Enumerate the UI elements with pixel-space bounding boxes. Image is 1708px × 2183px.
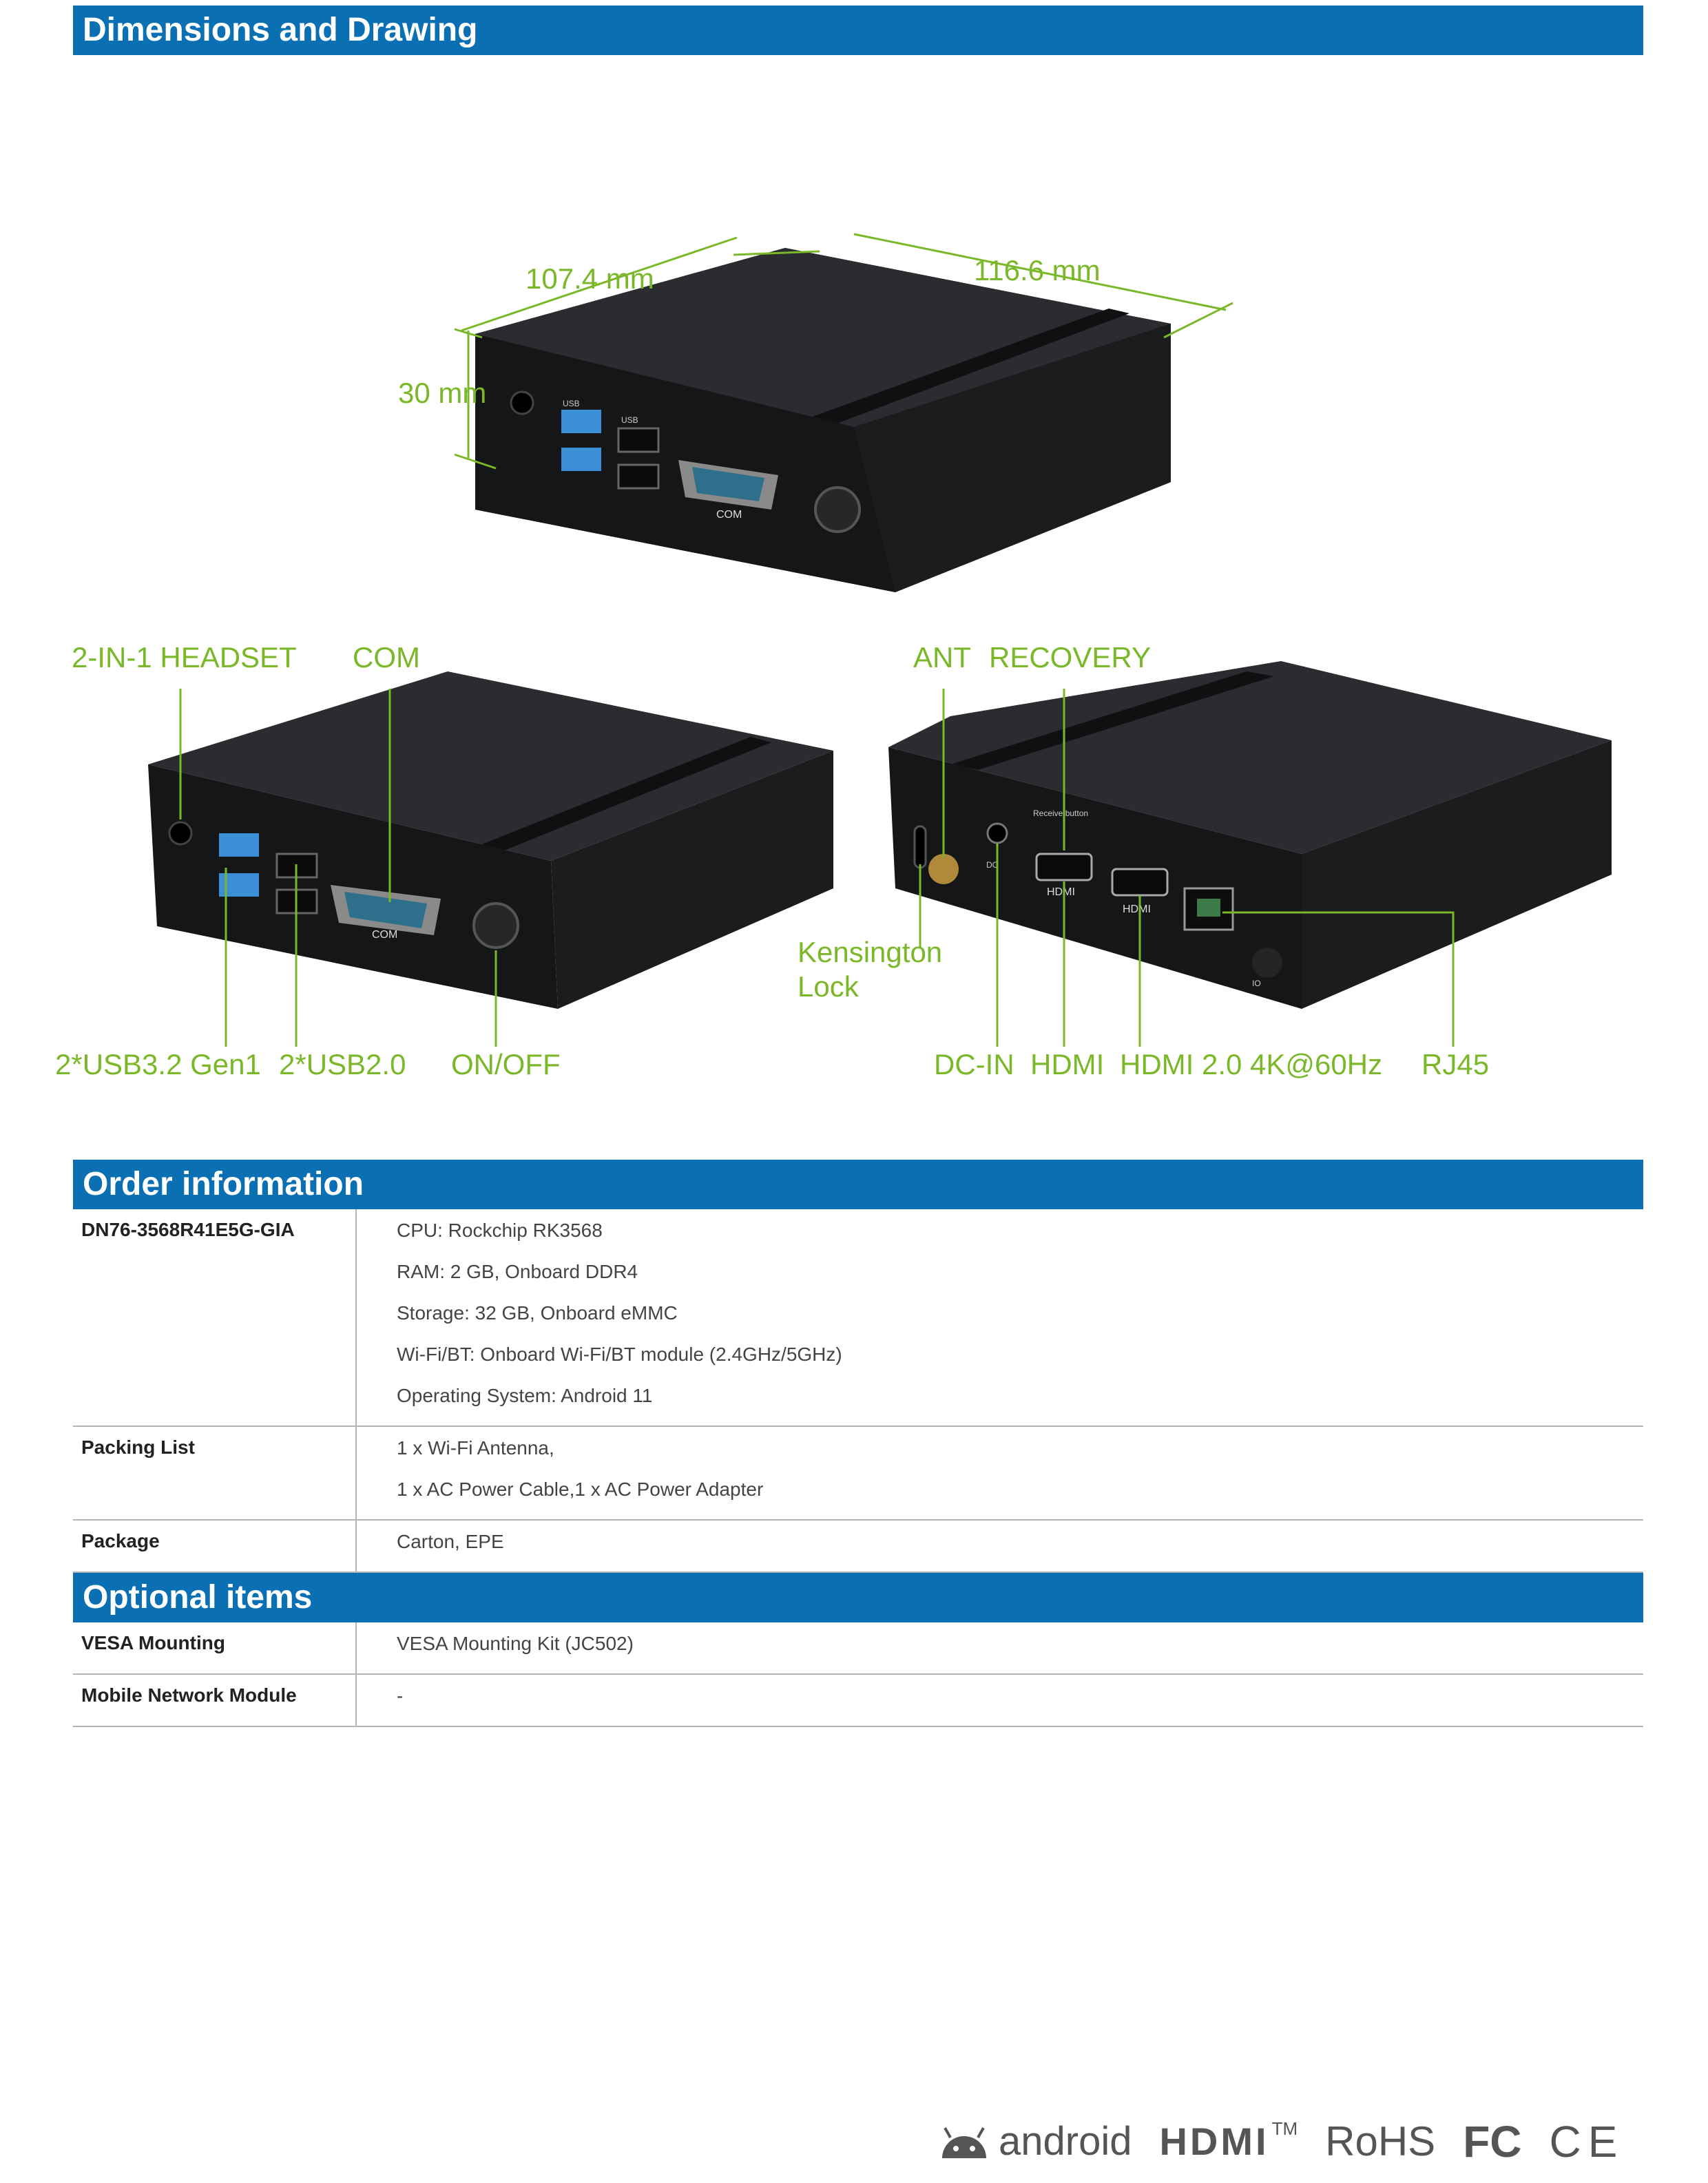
top-usb-label: USB (563, 399, 580, 408)
certification-logos: android HDMI TM RoHS FC CE (937, 2114, 1624, 2169)
rear-io-label: IO (1252, 979, 1261, 988)
row-values: - (397, 1675, 1643, 1726)
row-values: 1 x Wi-Fi Antenna, 1 x AC Power Cable,1 x… (397, 1427, 1643, 1519)
dimension-width: 116.6 mm (974, 254, 1101, 286)
row-value: 1 x AC Power Cable,1 x AC Power Adapter (397, 1479, 764, 1500)
rear-dc-label: DC (986, 860, 999, 870)
row-value: - (397, 1685, 404, 1706)
row-key: Package (81, 1530, 160, 1552)
callout-headset: 2-IN-1 HEADSET (72, 641, 297, 673)
table-row: Packing List 1 x Wi-Fi Antenna, 1 x AC Pow… (73, 1427, 1643, 1521)
row-value: Storage: 32 GB, Onboard eMMC (397, 1302, 678, 1324)
device-drawings: USB USB COM COM (148, 233, 1612, 1047)
rear-hdmi1-label: HDMI (1047, 886, 1075, 898)
rohs-logo-text: RoHS (1325, 2118, 1436, 2164)
column-divider (355, 1209, 357, 1425)
callout-onoff: ON/OFF (451, 1048, 561, 1080)
row-values: VESA Mounting Kit (JC502) (397, 1622, 1643, 1673)
column-divider (355, 1675, 357, 1726)
row-key: Packing List (81, 1437, 195, 1458)
section-title-optional: Optional items (73, 1573, 1643, 1622)
row-key: Mobile Network Module (81, 1684, 297, 1706)
column-divider (355, 1622, 357, 1673)
callout-usb3: 2*USB3.2 Gen1 (55, 1048, 261, 1080)
android-logo-text: android (999, 2119, 1132, 2164)
rear-hdmi2-label: HDMI (1123, 904, 1151, 915)
row-values: Carton, EPE (397, 1521, 1643, 1571)
device-top-view: USB USB COM (475, 248, 1171, 592)
top-usb2-label: USB (621, 415, 638, 425)
callout-lines (179, 689, 1455, 1047)
column-divider (355, 1427, 357, 1519)
device-front-view: COM (148, 671, 833, 1009)
top-com-label: COM (716, 509, 742, 521)
dimension-height: 30 mm (398, 377, 487, 409)
hdmi-tm: TM (1271, 2118, 1298, 2139)
callout-kensington-1: Kensington (798, 936, 943, 968)
row-value: Wi-Fi/BT: Onboard Wi-Fi/BT module (2.4GH… (397, 1344, 842, 1365)
front-com-label: COM (372, 929, 397, 941)
ce-logo-text: CE (1549, 2117, 1625, 2166)
android-robot-icon (942, 2127, 986, 2158)
callout-ant: ANT (913, 641, 971, 673)
row-key: VESA Mounting (81, 1632, 225, 1653)
callout-recovery: RECOVERY (989, 641, 1151, 673)
row-value: Operating System: Android 11 (397, 1385, 653, 1406)
device-rear-view: Receive button HDMI HDMI DC IO (888, 661, 1612, 1009)
callout-hdmi2: HDMI 2.0 4K@60Hz (1120, 1048, 1383, 1080)
column-divider (355, 1521, 357, 1571)
callout-rj45: RJ45 (1421, 1048, 1490, 1080)
table-row: Package Carton, EPE (73, 1521, 1643, 1573)
row-value: Carton, EPE (397, 1531, 504, 1552)
hdmi-logo-text: HDMI (1159, 2120, 1269, 2163)
rear-receive-label: Receive button (1033, 808, 1088, 818)
dimension-depth: 107.4 mm (525, 262, 654, 295)
row-value: VESA Mounting Kit (JC502) (397, 1633, 634, 1654)
row-value: CPU: Rockchip RK3568 (397, 1220, 603, 1241)
callout-hdmi: HDMI (1030, 1048, 1105, 1080)
section-title-order: Order information (73, 1160, 1643, 1209)
optional-table: VESA Mounting VESA Mounting Kit (JC502) Mo… (73, 1622, 1643, 1727)
section-title-dimensions: Dimensions and Drawing (73, 6, 1643, 55)
dimension-lines (454, 233, 1233, 470)
callout-com: COM (353, 641, 420, 673)
callout-kensington-2: Lock (798, 970, 859, 1003)
callout-dcin: DC-IN (934, 1048, 1014, 1080)
row-value: RAM: 2 GB, Onboard DDR4 (397, 1261, 638, 1282)
table-row: Mobile Network Module - (73, 1675, 1643, 1727)
row-value: 1 x Wi-Fi Antenna, (397, 1437, 554, 1459)
fcc-logo-text: FC (1463, 2117, 1522, 2166)
callout-usb2: 2*USB2.0 (279, 1048, 406, 1080)
row-key: DN76-3568R41E5G-GIA (81, 1219, 295, 1240)
table-row: VESA Mounting VESA Mounting Kit (JC502) (73, 1622, 1643, 1675)
